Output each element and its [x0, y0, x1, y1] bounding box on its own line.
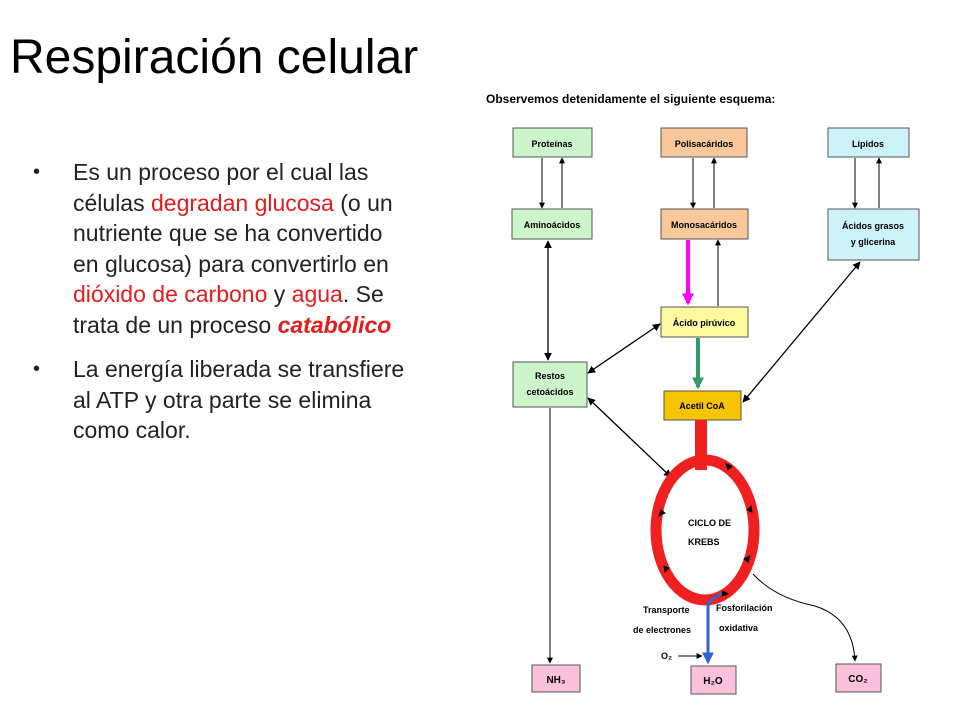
highlight-dioxido: dióxido de carbono — [73, 281, 268, 307]
diagram-heading: Observemos detenidamente el siguiente es… — [486, 92, 775, 106]
box-label: Monosacáridos — [671, 220, 737, 230]
slide-title: Respiración celular — [10, 31, 419, 84]
box-proteinas: Proteínas — [512, 127, 593, 158]
krebs-cycle: CICLO DE KREBS — [650, 454, 760, 606]
highlight-agua: agua — [291, 281, 343, 307]
highlight-catabolico: catabólico — [277, 311, 392, 338]
bullet-dot-icon: • — [33, 358, 41, 380]
krebs-label: KREBS — [688, 537, 720, 547]
box-h2o: H₂O — [690, 665, 737, 695]
box-monosacaridos: Monosacáridos — [660, 208, 749, 240]
box-lipidos: Lípidos — [827, 127, 910, 158]
box-aminoacidos: Aminoácidos — [511, 208, 593, 240]
bullet-text: La energía liberada se transfiere al ATP… — [73, 356, 405, 443]
krebs-label: CICLO DE — [688, 518, 731, 528]
fosforilacion-label: Fosforilación — [716, 603, 773, 613]
box-label: Acetil CoA — [679, 401, 725, 411]
bullet-item-energy: • La energía liberada se transfiere al A… — [30, 354, 405, 446]
fosforilacion-label: oxidativa — [719, 623, 759, 633]
box-label: CO₂ — [848, 674, 867, 685]
arrows-proteinas-aminoacidos — [539, 157, 565, 209]
bullet-text: Es un proceso por el cual las células — [73, 159, 369, 216]
o2-label: O₂ — [661, 651, 672, 661]
arrows-lipidos-acidos — [852, 157, 882, 209]
arrow-restos-krebs — [587, 397, 672, 478]
box-restos-cetoacidos: Restos cetoácidos — [512, 361, 588, 408]
bullet-dot-icon: • — [33, 161, 41, 183]
box-label: NH₃ — [546, 675, 565, 686]
box-acido-piruvico: Ácido pirúvico — [660, 306, 749, 338]
box-label: cetoácidos — [526, 387, 573, 397]
box-label: y glicerina — [851, 237, 897, 247]
electron-transport-arrow — [702, 592, 723, 665]
arrow-acidos-acetil — [742, 261, 861, 403]
box-label: Ácido pirúvico — [673, 318, 736, 328]
box-polisacaridos: Polisacáridos — [660, 127, 748, 158]
transporte-label: de electrones — [633, 625, 691, 635]
box-label: Proteínas — [531, 139, 572, 149]
box-label: Aminoácidos — [524, 220, 581, 230]
box-label: Lípidos — [852, 139, 884, 149]
box-co2: CO₂ — [835, 663, 882, 693]
transporte-label: Transporte — [643, 605, 690, 615]
bullet-text: (o un nutriente que se ha convertido en … — [73, 189, 393, 277]
box-label: Restos — [535, 371, 565, 381]
box-nh3: NH₃ — [531, 664, 581, 693]
arrows-polisacaridos-monosacaridos — [690, 157, 717, 209]
box-label: H₂O — [703, 676, 723, 687]
bullet-text: . Se trata de un proceso — [73, 281, 384, 338]
bullet-text: y — [267, 281, 292, 307]
bullet-item-process: • Es un proceso por el cual las células … — [30, 157, 405, 340]
highlight-degradan-glucosa: degradan glucosa — [150, 189, 334, 216]
box-acetil-coa: Acetil CoA — [663, 390, 742, 421]
arrow-krebs-co2 — [752, 573, 858, 662]
box-label: Ácidos grasos — [842, 221, 904, 231]
box-acidos-grasos: Ácidos grasos y glicerina — [827, 208, 920, 261]
box-label: Polisacáridos — [675, 139, 734, 149]
arrow-restos-piruvico — [587, 323, 661, 374]
bullet-list: • Es un proceso por el cual las células … — [30, 157, 405, 460]
respiration-diagram: Observemos detenidamente el siguiente es… — [486, 92, 920, 695]
